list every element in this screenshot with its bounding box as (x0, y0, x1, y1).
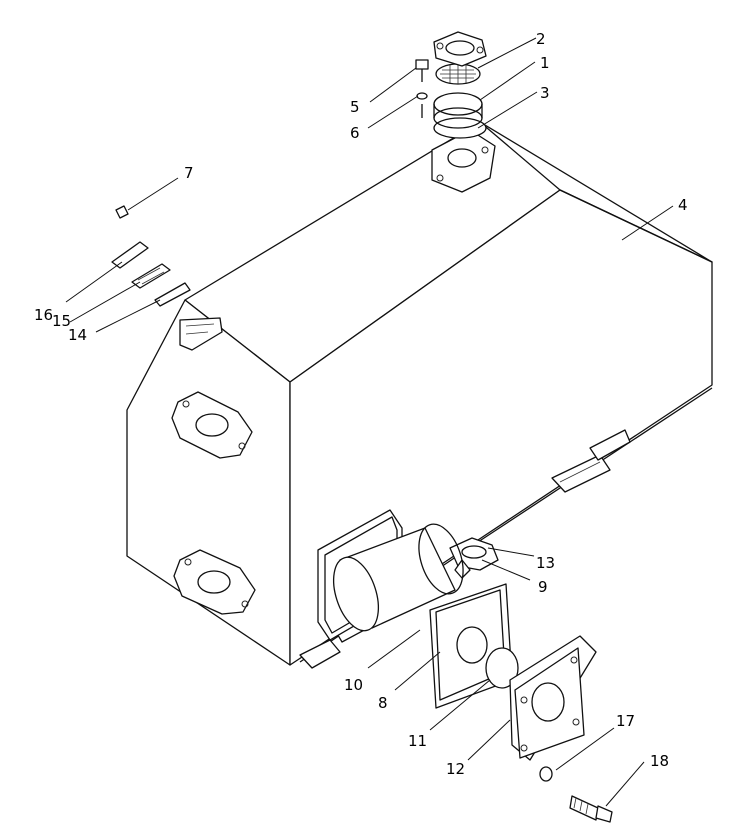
callout-16: 16 (34, 306, 53, 324)
callout-1: 1 (540, 54, 550, 72)
callout-2: 2 (536, 30, 546, 48)
bottom-feet (299, 429, 631, 669)
callout-5: 5 (350, 98, 360, 116)
callout-6: 6 (350, 124, 360, 142)
tank-left-face (126, 299, 291, 666)
callout-18: 18 (650, 752, 669, 770)
callout-4: 4 (678, 196, 688, 214)
callout-9: 9 (538, 578, 548, 596)
level-gauge-parts (111, 205, 191, 307)
callout-12: 12 (446, 760, 465, 778)
left-upper-flange (171, 391, 253, 459)
callout-11: 11 (408, 732, 427, 750)
callout-15: 15 (52, 312, 71, 330)
callout-7: 7 (184, 164, 194, 182)
callout-17: 17 (616, 712, 635, 730)
callout-labels: 1 2 3 4 5 6 7 8 9 10 11 12 13 14 15 16 1… (34, 30, 688, 778)
callout-13: 13 (536, 554, 555, 572)
callout-3: 3 (540, 84, 550, 102)
left-lower-flange (173, 549, 256, 615)
leader-lines (65, 37, 674, 807)
callout-8: 8 (378, 694, 388, 712)
side-bracket (179, 317, 223, 351)
outlet-pipe-assembly (317, 509, 613, 823)
filler-neck-assembly (415, 31, 496, 193)
callout-10: 10 (344, 676, 363, 694)
callout-14: 14 (68, 326, 87, 344)
